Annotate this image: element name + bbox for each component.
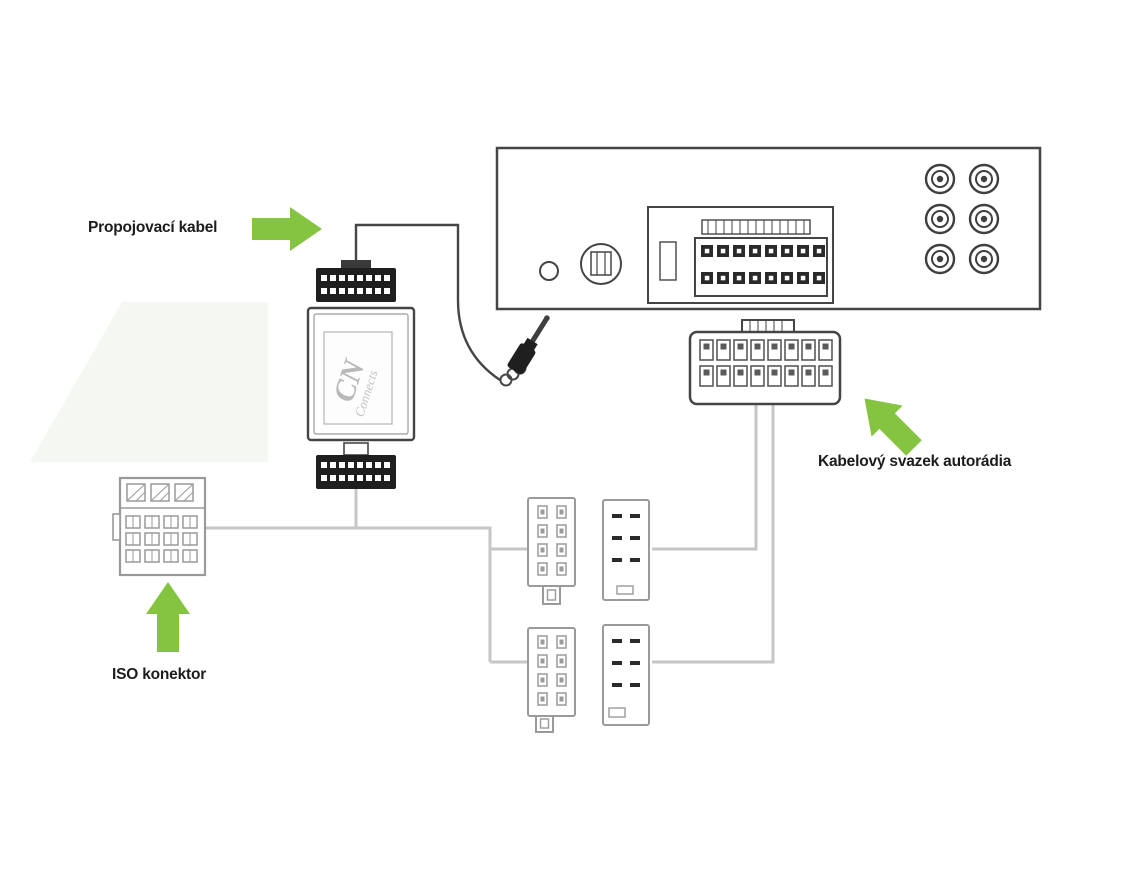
adapter-top-connector xyxy=(316,260,396,302)
rca-jack xyxy=(924,243,956,275)
rca-jack xyxy=(968,163,1000,195)
mini-iso-connector-upper xyxy=(527,497,576,605)
rca-jack xyxy=(924,163,956,195)
arrow-iso-connector xyxy=(146,582,190,652)
adapter-box: CN Connects xyxy=(306,306,416,442)
arrow-interconnect-cable xyxy=(252,207,322,251)
main-connector-panel xyxy=(647,206,834,304)
rca-jack xyxy=(968,243,1000,275)
interconnect-cable xyxy=(354,223,550,387)
plug-connector-upper xyxy=(602,499,650,601)
label-interconnect-cable: Propojovací kabel xyxy=(88,219,218,236)
antenna-socket xyxy=(580,243,622,285)
iso-connector xyxy=(112,476,207,577)
adapter-bottom-connector xyxy=(316,442,396,489)
label-radio-harness: Kabelový svazek autorádia xyxy=(818,453,1012,470)
jack-plug xyxy=(507,315,550,375)
plug-connector-lower xyxy=(602,624,650,726)
mini-iso-connector-lower xyxy=(527,627,576,733)
label-iso-connector: ISO konektor xyxy=(112,666,207,683)
radio-harness-connector xyxy=(688,319,842,406)
rca-jack xyxy=(924,203,956,235)
rca-jacks xyxy=(924,163,1000,275)
arrow-radio-harness xyxy=(848,382,930,464)
mount-hole xyxy=(539,261,559,281)
rca-jack xyxy=(968,203,1000,235)
adapter-module: CN Connects xyxy=(306,260,416,489)
background-watermark xyxy=(30,302,268,462)
radio-rear-panel xyxy=(495,146,1042,311)
harness-wires xyxy=(205,404,775,664)
